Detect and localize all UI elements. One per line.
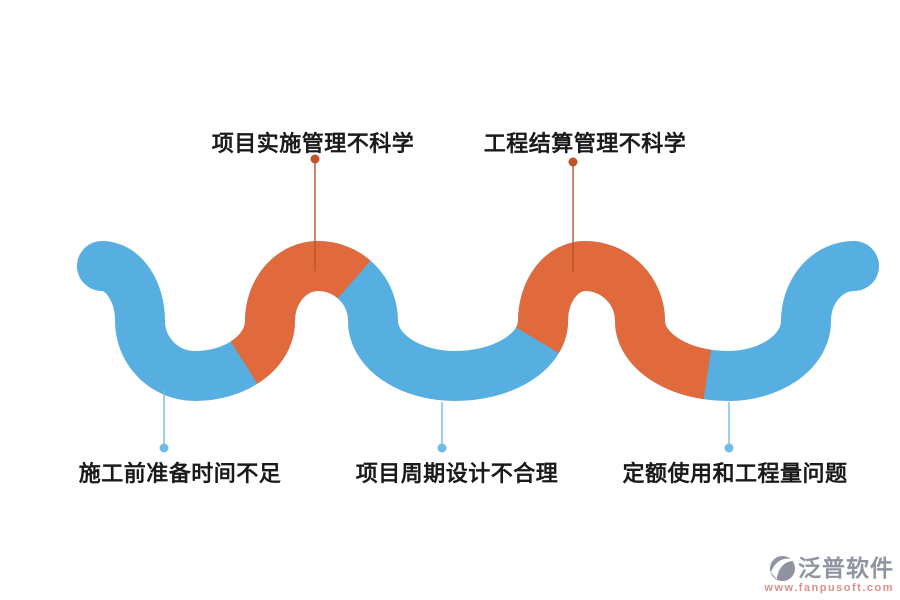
cause-label-top-1: 项目实施管理不科学 — [211, 131, 415, 156]
fanpu-logo-icon — [769, 555, 796, 581]
leader-dot — [159, 443, 169, 453]
leader-top-2 — [568, 157, 578, 272]
leader-bottom-3 — [724, 402, 734, 453]
fanpu-logo-row: 泛普软件 — [769, 555, 894, 582]
cause-label-bottom-2: 项目周期设计不合理 — [355, 461, 559, 486]
leader-dot — [437, 443, 447, 453]
leader-top-1 — [310, 154, 320, 271]
fanpu-watermark: 泛普软件 www.fanpusoft.com — [764, 555, 894, 595]
cause-label-bottom-1: 施工前准备时间不足 — [78, 461, 282, 486]
leader-dot — [568, 157, 578, 167]
leader-dot — [310, 154, 320, 164]
cause-label-top-2: 工程结算管理不科学 — [483, 131, 687, 156]
leader-dot — [724, 443, 734, 453]
cause-label-bottom-3: 定额使用和工程量问题 — [622, 461, 848, 486]
wave-ribbon-blue — [77, 240, 879, 402]
leader-bottom-1 — [159, 390, 169, 453]
fanpu-logo-text: 泛普软件 — [798, 554, 894, 581]
fanpu-logo-url: www.fanpusoft.com — [764, 581, 894, 594]
leader-bottom-2 — [437, 402, 447, 453]
